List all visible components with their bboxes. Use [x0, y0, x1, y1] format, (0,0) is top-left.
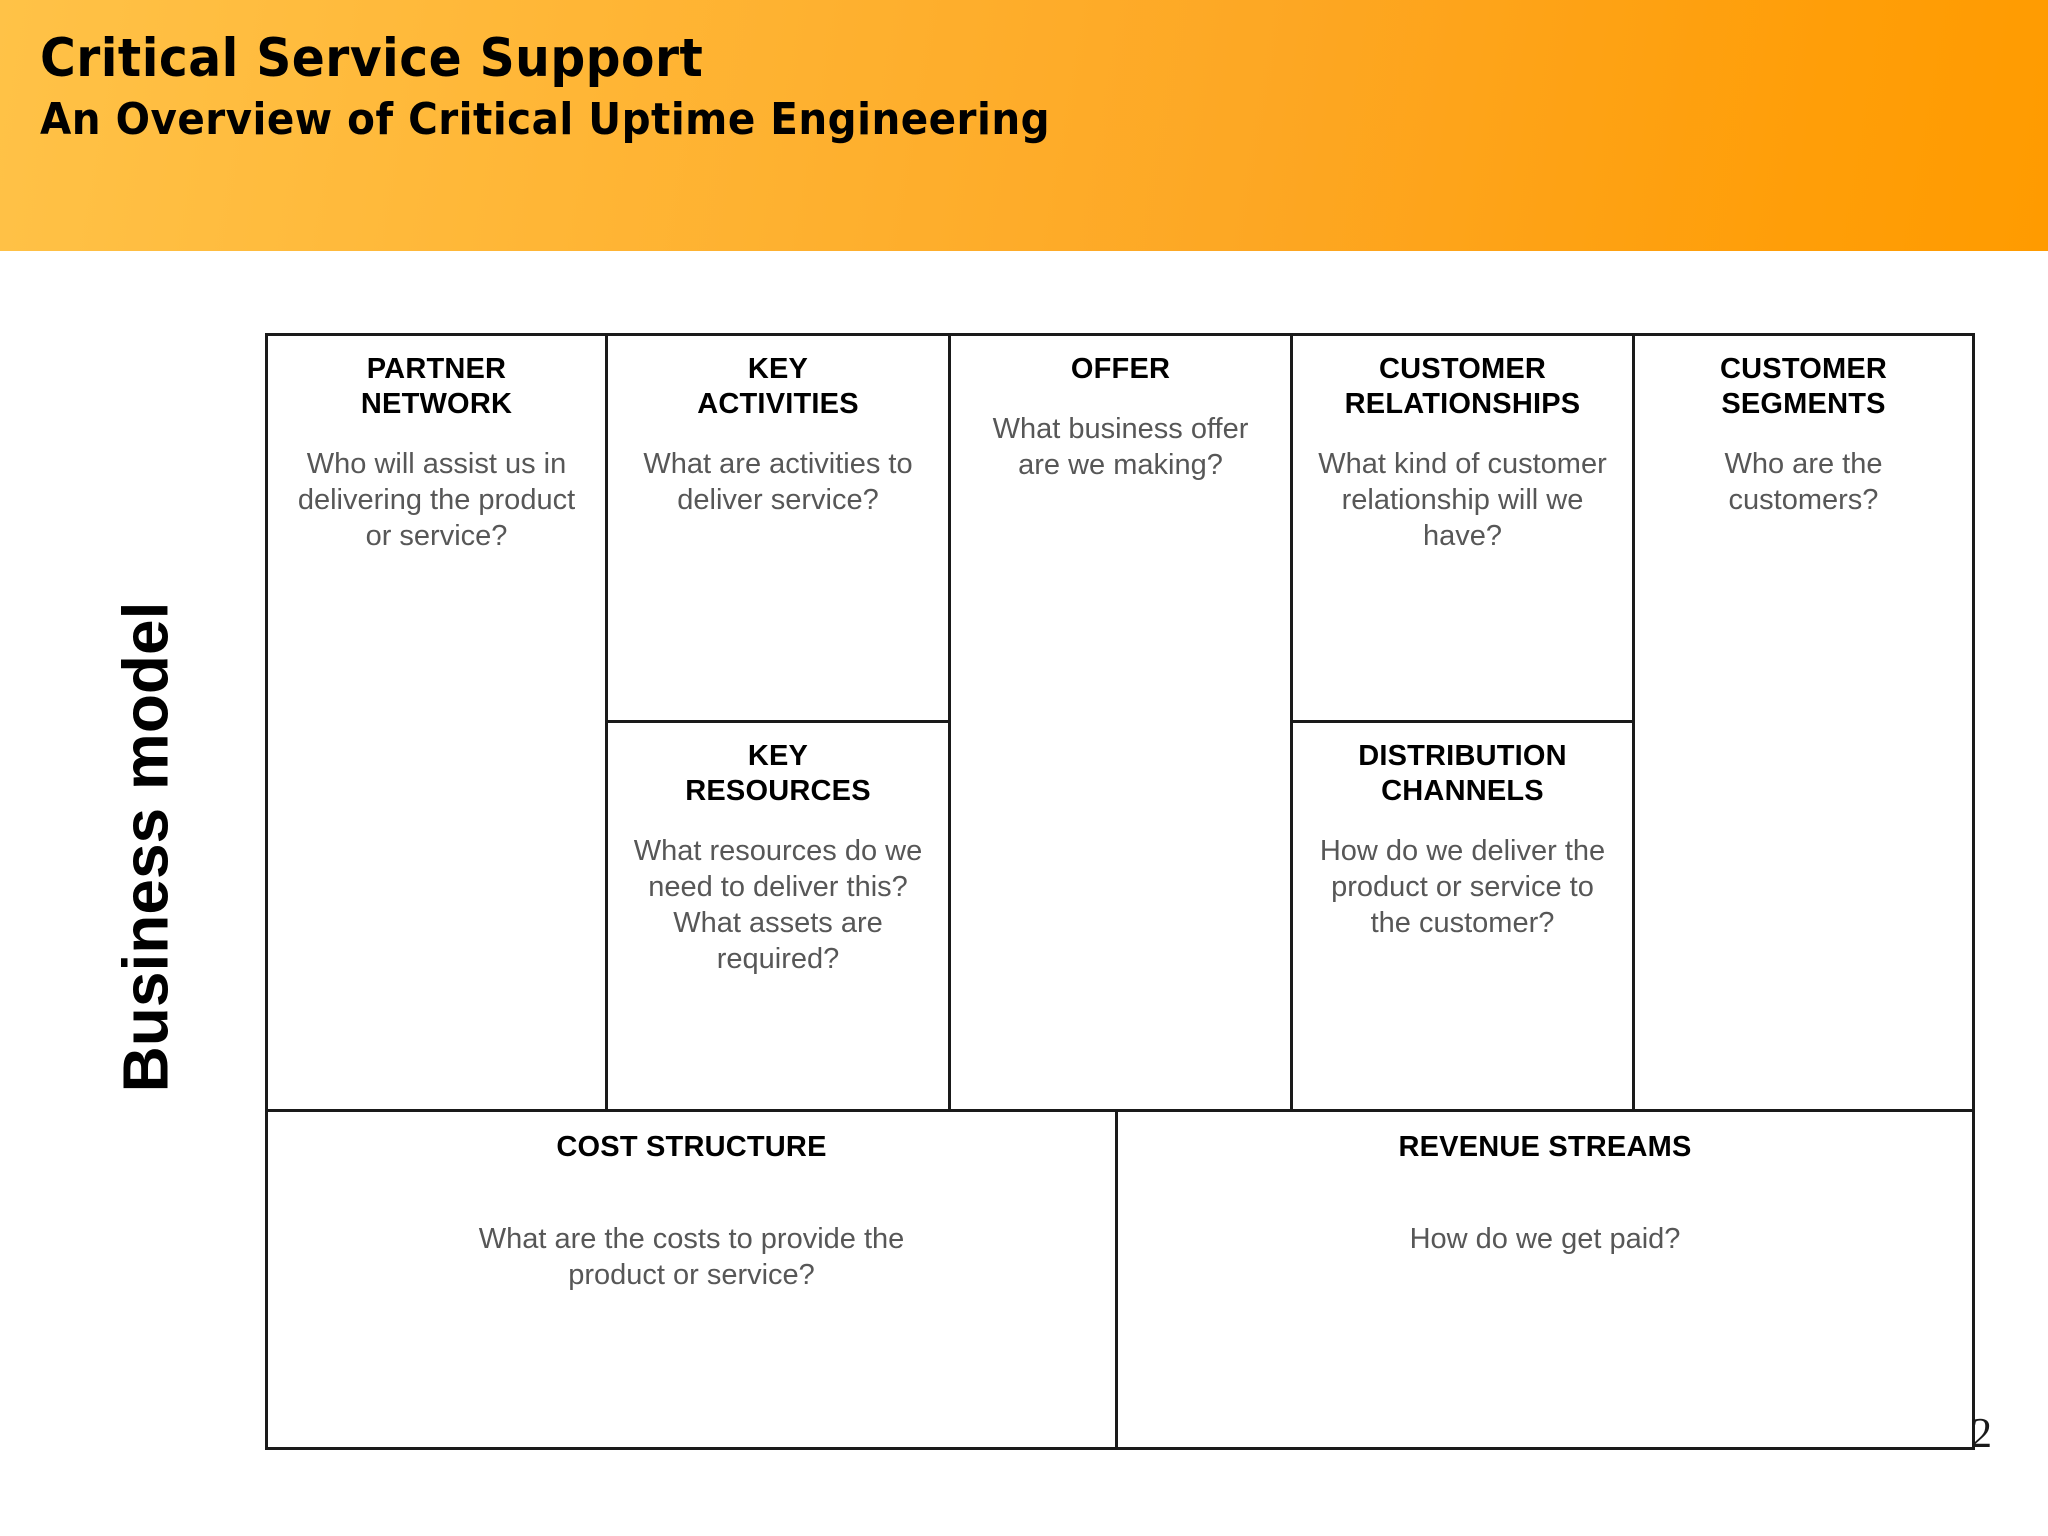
- cell-title-line1: DISTRIBUTION: [1358, 740, 1567, 772]
- canvas-cell-cost-structure[interactable]: COST STRUCTURE What are the costs to pro…: [268, 1112, 1118, 1447]
- cell-title-partner-network: PARTNER NETWORK: [268, 336, 605, 422]
- page-subtitle: An Overview of Critical Uptime Engineeri…: [40, 94, 1051, 145]
- cell-body-key-resources: What resources do we need to deliver thi…: [633, 835, 923, 975]
- cell-body-revenue-streams: How do we get paid?: [1409, 1223, 1681, 1255]
- canvas-cell-customer-relationships[interactable]: CUSTOMER RELATIONSHIPS What kind of cust…: [1293, 336, 1635, 723]
- cell-title-line2: CHANNELS: [1381, 775, 1544, 807]
- cell-body-distribution-channels: How do we deliver the product or service…: [1319, 835, 1606, 939]
- cell-title-line1: KEY: [747, 740, 809, 772]
- cell-title-customer-segments: CUSTOMER SEGMENTS: [1635, 336, 1972, 422]
- canvas-cell-partner-network[interactable]: PARTNER NETWORK Who will assist us in de…: [268, 336, 608, 1112]
- cell-title-line2: NETWORK: [360, 388, 513, 420]
- cell-title-line1: COST STRUCTURE: [556, 1131, 827, 1163]
- cell-title-line2: RELATIONSHIPS: [1344, 388, 1581, 420]
- cell-body-cost-structure: What are the costs to provide the produc…: [478, 1223, 905, 1291]
- cell-title-line1: REVENUE STREAMS: [1398, 1131, 1692, 1163]
- cell-title-offer: OFFER: [951, 336, 1290, 387]
- title-band: Critical Service Support An Overview of …: [0, 0, 2048, 251]
- page-title: Critical Service Support: [40, 28, 704, 89]
- cell-title-distribution-channels: DISTRIBUTION CHANNELS: [1293, 723, 1632, 809]
- cell-title-line1: PARTNER: [366, 353, 507, 385]
- canvas-cell-key-activities[interactable]: KEY ACTIVITIES What are activities to de…: [608, 336, 951, 723]
- cell-title-line2: RESOURCES: [685, 775, 871, 807]
- cell-title-cost-structure: COST STRUCTURE: [268, 1112, 1115, 1165]
- cell-title-line1: CUSTOMER: [1378, 353, 1547, 385]
- cell-title-line1: CUSTOMER: [1719, 353, 1888, 385]
- cell-body-key-activities: What are activities to deliver service?: [643, 448, 913, 516]
- cell-title-line2: ACTIVITIES: [697, 388, 859, 420]
- section-label-business-model: Business model: [0, 477, 290, 1217]
- canvas-cell-key-resources[interactable]: KEY RESOURCES What resources do we need …: [608, 723, 951, 1112]
- cell-title-line1: KEY: [747, 353, 809, 385]
- canvas-cell-offer[interactable]: OFFER What business offer are we making?: [951, 336, 1293, 1112]
- cell-title-customer-relationships: CUSTOMER RELATIONSHIPS: [1293, 336, 1632, 422]
- cell-title-line1: OFFER: [1070, 353, 1171, 385]
- cell-title-key-resources: KEY RESOURCES: [608, 723, 948, 809]
- cell-body-partner-network: Who will assist us in delivering the pro…: [297, 448, 576, 552]
- cell-title-line2: SEGMENTS: [1721, 388, 1886, 420]
- page-number: 2: [1971, 1411, 1992, 1457]
- cell-title-revenue-streams: REVENUE STREAMS: [1118, 1112, 1972, 1165]
- business-model-canvas: PARTNER NETWORK Who will assist us in de…: [265, 333, 1975, 1450]
- section-label-text: Business model: [109, 601, 181, 1093]
- cell-body-customer-relationships: What kind of customer relationship will …: [1318, 448, 1607, 552]
- cell-body-customer-segments: Who are the customers?: [1724, 448, 1883, 516]
- canvas-cell-distribution-channels[interactable]: DISTRIBUTION CHANNELS How do we deliver …: [1293, 723, 1635, 1112]
- canvas-cell-customer-segments[interactable]: CUSTOMER SEGMENTS Who are the customers?: [1635, 336, 1972, 1112]
- cell-body-offer: What business offer are we making?: [992, 413, 1249, 481]
- canvas-cell-revenue-streams[interactable]: REVENUE STREAMS How do we get paid?: [1118, 1112, 1972, 1447]
- cell-title-key-activities: KEY ACTIVITIES: [608, 336, 948, 422]
